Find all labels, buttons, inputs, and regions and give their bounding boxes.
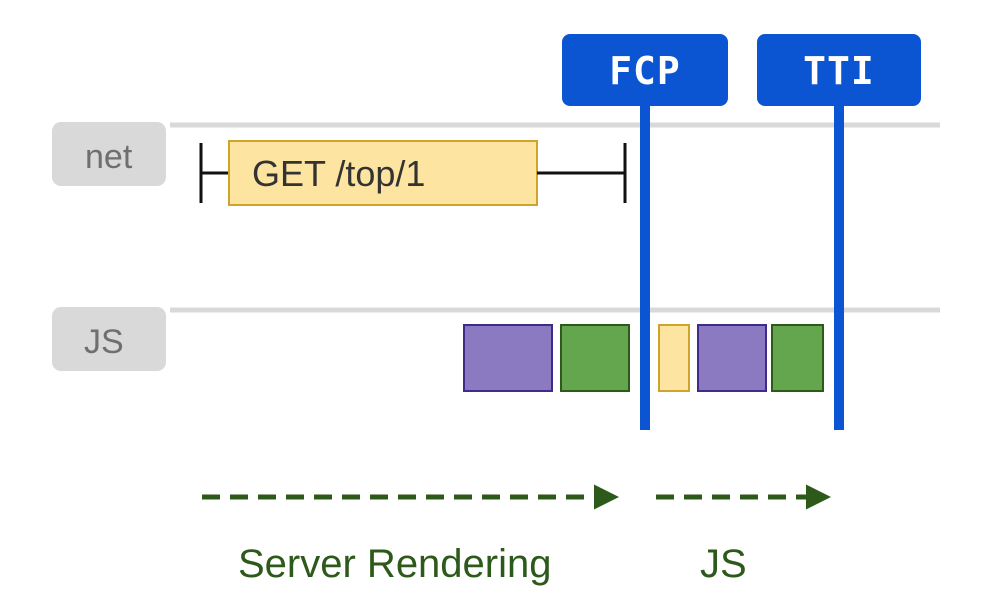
lane-js-label: JS xyxy=(84,323,124,361)
js-task-green xyxy=(560,324,630,392)
lane-js-tab xyxy=(52,307,166,371)
marker-fcp-label: FCP xyxy=(609,49,681,93)
js-task-purple xyxy=(697,324,767,392)
js-task-yellow xyxy=(658,324,690,392)
marker-tti-badge xyxy=(757,34,921,106)
network-request: GET /top/1 xyxy=(199,140,627,206)
lane-net-tab xyxy=(52,122,166,186)
marker-tti-label: TTI xyxy=(803,49,875,93)
phase-server-rendering-label: Server Rendering xyxy=(238,542,552,586)
js-task-green xyxy=(771,324,824,392)
request-bar xyxy=(228,140,538,206)
phase-server-rendering: Server Rendering xyxy=(202,484,619,586)
lane-net: net xyxy=(52,122,940,186)
lane-net-label: net xyxy=(85,138,133,176)
phase-js-label: JS xyxy=(700,542,747,586)
js-tasks xyxy=(463,324,824,392)
marker-fcp: FCP xyxy=(562,34,728,430)
js-task-purple xyxy=(463,324,553,392)
marker-fcp-badge xyxy=(562,34,728,106)
phase-js: JS xyxy=(656,484,831,586)
marker-tti: TTI xyxy=(757,34,921,430)
lane-js: JS xyxy=(52,307,940,371)
request-label: GET /top/1 xyxy=(252,153,425,194)
